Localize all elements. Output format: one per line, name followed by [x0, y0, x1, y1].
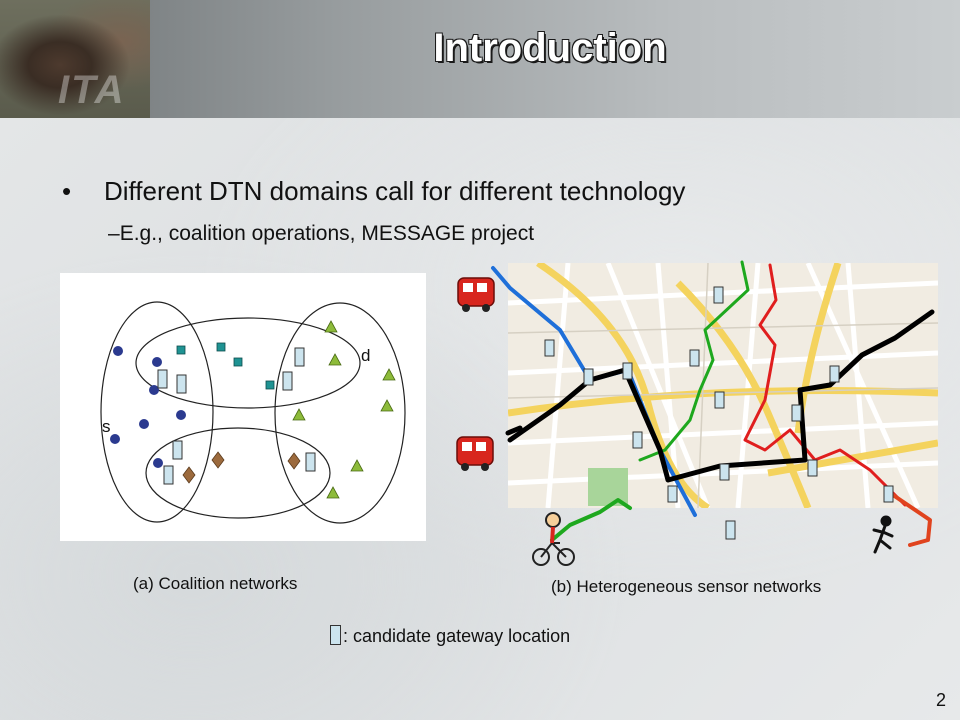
runner-icon — [872, 515, 894, 554]
dash-icon: – — [108, 222, 120, 245]
soldiers-photo — [0, 0, 150, 118]
bullet-text: Different DTN domains call for different… — [104, 176, 686, 206]
gateway-legend: : candidate gateway location — [330, 625, 570, 647]
park-area — [588, 468, 628, 506]
bus-icon — [456, 436, 494, 471]
sub-bullet-text: E.g., coalition operations, MESSAGE proj… — [119, 222, 535, 245]
caption-b: (b) Heterogeneous sensor networks — [551, 577, 822, 596]
caption-a: (a) Coalition networks — [133, 574, 298, 593]
page-number: 2 — [936, 690, 947, 710]
bicycle-icon — [532, 512, 575, 566]
gateway-box-icon — [330, 625, 341, 645]
ita-logo: ITA — [58, 68, 126, 112]
street-map-drawing — [508, 263, 938, 508]
bus-icon — [457, 277, 495, 312]
sub-bullet-item: –E.g., coalition operations, MESSAGE pro… — [108, 222, 534, 246]
slide-header: ITA — [0, 0, 960, 118]
coalition-network-figure — [60, 273, 426, 541]
legend-text: : candidate gateway location — [343, 626, 571, 646]
slide-title: Introduction — [433, 26, 667, 70]
street-map — [508, 263, 938, 508]
bullet-dot-icon: • — [62, 176, 72, 206]
